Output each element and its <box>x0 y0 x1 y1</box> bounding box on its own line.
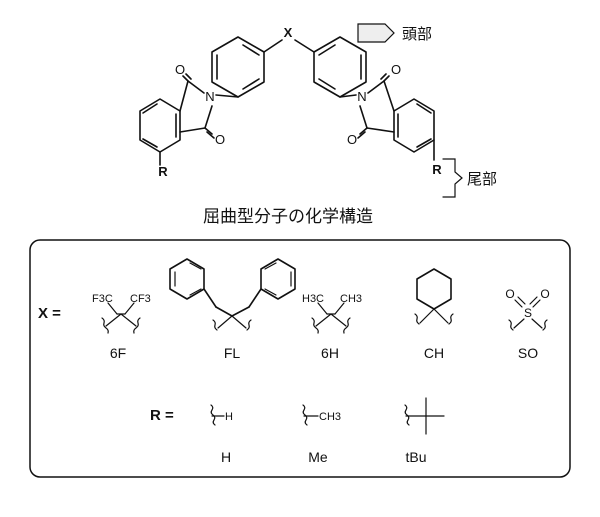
so-oxygen-right: O <box>540 287 549 301</box>
bent-molecule: X N O <box>139 25 442 179</box>
x-option-6f: F3C CF3 6F <box>92 293 151 361</box>
so-oxygen-left: O <box>505 287 514 301</box>
left-upper-o: O <box>175 62 185 77</box>
r-option-h: H H <box>210 404 233 465</box>
right-lower-o: O <box>347 132 357 147</box>
6h-code: 6H <box>321 345 339 361</box>
tail-bracket: 尾部 <box>442 158 497 198</box>
x-option-fl: FL <box>169 258 296 361</box>
r-option-tbu: tBu <box>404 397 445 465</box>
head-bracket: 頭部 <box>357 23 432 43</box>
6f-code: 6F <box>110 345 126 361</box>
r-h-code: H <box>221 449 231 465</box>
so-code: SO <box>518 345 538 361</box>
right-phenylene-ring <box>313 36 367 98</box>
x-option-so: O O S SO <box>505 287 549 361</box>
ch-code: CH <box>424 345 444 361</box>
bond-x-right <box>294 39 315 53</box>
x-option-ch: CH <box>414 268 454 361</box>
legend-box <box>29 239 571 478</box>
linker-x-label: X <box>284 25 293 40</box>
fl-code: FL <box>224 345 241 361</box>
r-option-me: CH3 Me <box>302 404 341 465</box>
right-phthalimide: N O O R <box>347 62 442 177</box>
left-r-label: R <box>158 164 168 179</box>
r-tbu-code: tBu <box>405 449 426 465</box>
6f-left-group: F3C <box>92 293 113 305</box>
x-equals-label: X = <box>38 305 61 322</box>
bond-left-ring-n <box>215 94 239 98</box>
right-upper-o: O <box>391 62 401 77</box>
structure-caption: 屈曲型分子の化学構造 <box>203 207 373 227</box>
left-phenylene-ring <box>211 36 265 98</box>
head-label: 頭部 <box>402 25 432 43</box>
r-equals-label: R = <box>150 407 174 424</box>
bond-right-ring-n <box>339 94 357 98</box>
r-me-code: Me <box>308 449 328 465</box>
x-option-6h: H3C CH3 6H <box>302 293 362 361</box>
r-me-formula: CH3 <box>319 411 341 423</box>
r-h-formula: H <box>225 411 233 423</box>
tail-label: 尾部 <box>467 170 497 188</box>
right-r-label: R <box>432 162 442 177</box>
left-lower-o: O <box>215 132 225 147</box>
bond-x-left <box>263 39 283 53</box>
6h-right-group: CH3 <box>340 293 362 305</box>
6f-right-group: CF3 <box>130 293 151 305</box>
left-phthalimide: N O O R <box>139 62 225 179</box>
left-imide-n: N <box>205 89 214 104</box>
6h-left-group: H3C <box>302 293 324 305</box>
right-imide-n: N <box>357 89 366 104</box>
so-sulfur: S <box>524 306 532 320</box>
